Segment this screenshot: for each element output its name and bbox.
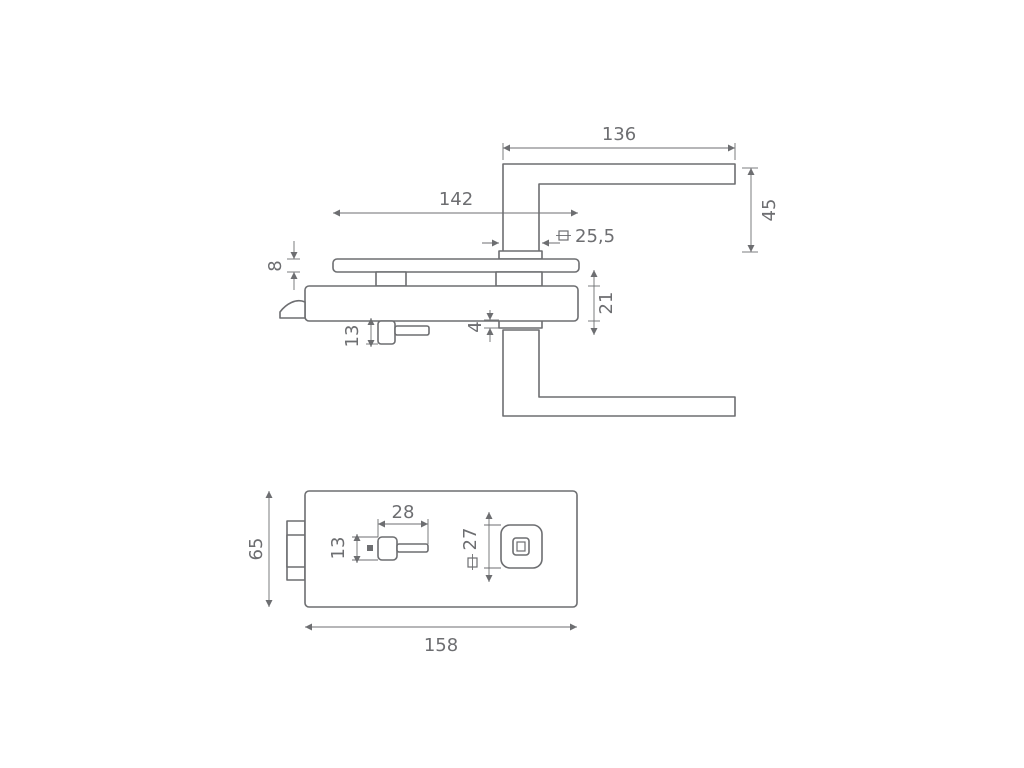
dim-45-label: 45 — [759, 199, 780, 222]
upper-lever — [502, 163, 736, 253]
thumbturn-indicator — [367, 545, 373, 551]
clamp-plate — [332, 258, 580, 273]
latch-face-inner — [286, 534, 306, 568]
lower-lever — [502, 329, 736, 417]
dim-13-side-label: 13 — [342, 325, 363, 348]
dim-25-5-label: 25,5 — [575, 226, 615, 247]
dim-158-label: 158 — [424, 635, 458, 656]
front-plate — [304, 490, 578, 608]
dim-21-label: 21 — [596, 292, 617, 315]
latch-bolt — [279, 299, 306, 319]
dim-65-label: 65 — [246, 538, 267, 561]
dim-8-label: 8 — [265, 260, 286, 271]
spacer-right — [495, 271, 543, 287]
upper-rose-collar — [498, 250, 543, 260]
dim-27-label: 27 — [460, 528, 481, 551]
dim-4-label: 4 — [465, 321, 486, 332]
thumbturn-side — [377, 320, 396, 345]
thumbturn-lever — [396, 543, 429, 553]
spacer-left — [375, 271, 407, 287]
side-view: 136 45 142 25,5 8 21 4 — [265, 124, 780, 417]
dim-142-label: 142 — [439, 189, 473, 210]
dim-136-label: 136 — [602, 124, 636, 145]
dim-28-label: 28 — [392, 502, 415, 523]
lock-body — [304, 285, 579, 322]
spindle-square — [516, 541, 526, 552]
thumbturn-lever-side — [394, 325, 430, 336]
thumbturn-knob — [377, 536, 398, 561]
front-view: 65 158 28 13 27 — [246, 490, 578, 656]
dim-13-front-label: 13 — [328, 537, 349, 560]
spindle-inner — [512, 537, 530, 556]
